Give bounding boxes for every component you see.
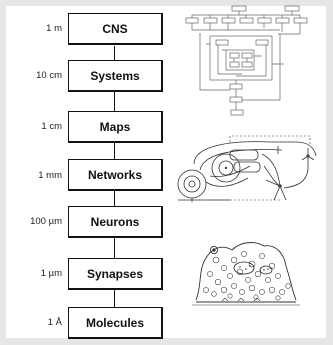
scale-label-neurons: 100 µm <box>30 216 62 227</box>
level-box-networks: Networks <box>68 159 163 191</box>
frame-border <box>0 0 333 6</box>
connector-line <box>114 238 115 258</box>
connector-line <box>114 46 115 60</box>
scale-label-synapses: 1 µm <box>40 268 62 279</box>
level-box-cns: CNS <box>68 13 163 45</box>
level-box-molecules: Molecules <box>68 307 163 339</box>
level-box-systems: Systems <box>68 60 163 92</box>
maps-network-illustration <box>177 135 317 202</box>
level-box-maps: Maps <box>68 111 163 143</box>
scale-label-maps: 1 cm <box>41 121 62 132</box>
level-box-neurons: Neurons <box>68 206 163 238</box>
scale-label-cns: 1 m <box>46 23 62 34</box>
systems-wiring-illustration <box>185 5 308 116</box>
connector-line <box>114 191 115 206</box>
connector-line <box>114 92 115 111</box>
scale-label-networks: 1 mm <box>38 170 62 181</box>
scale-label-systems: 10 cm <box>36 70 62 81</box>
frame-border <box>0 338 333 345</box>
connector-line <box>114 290 115 307</box>
frame-border <box>326 0 333 345</box>
scale-label-molecules: 1 Å <box>47 317 62 328</box>
connector-line <box>114 143 115 159</box>
level-box-synapses: Synapses <box>68 258 163 290</box>
frame-border <box>0 0 6 345</box>
synapse-illustration <box>192 242 300 306</box>
